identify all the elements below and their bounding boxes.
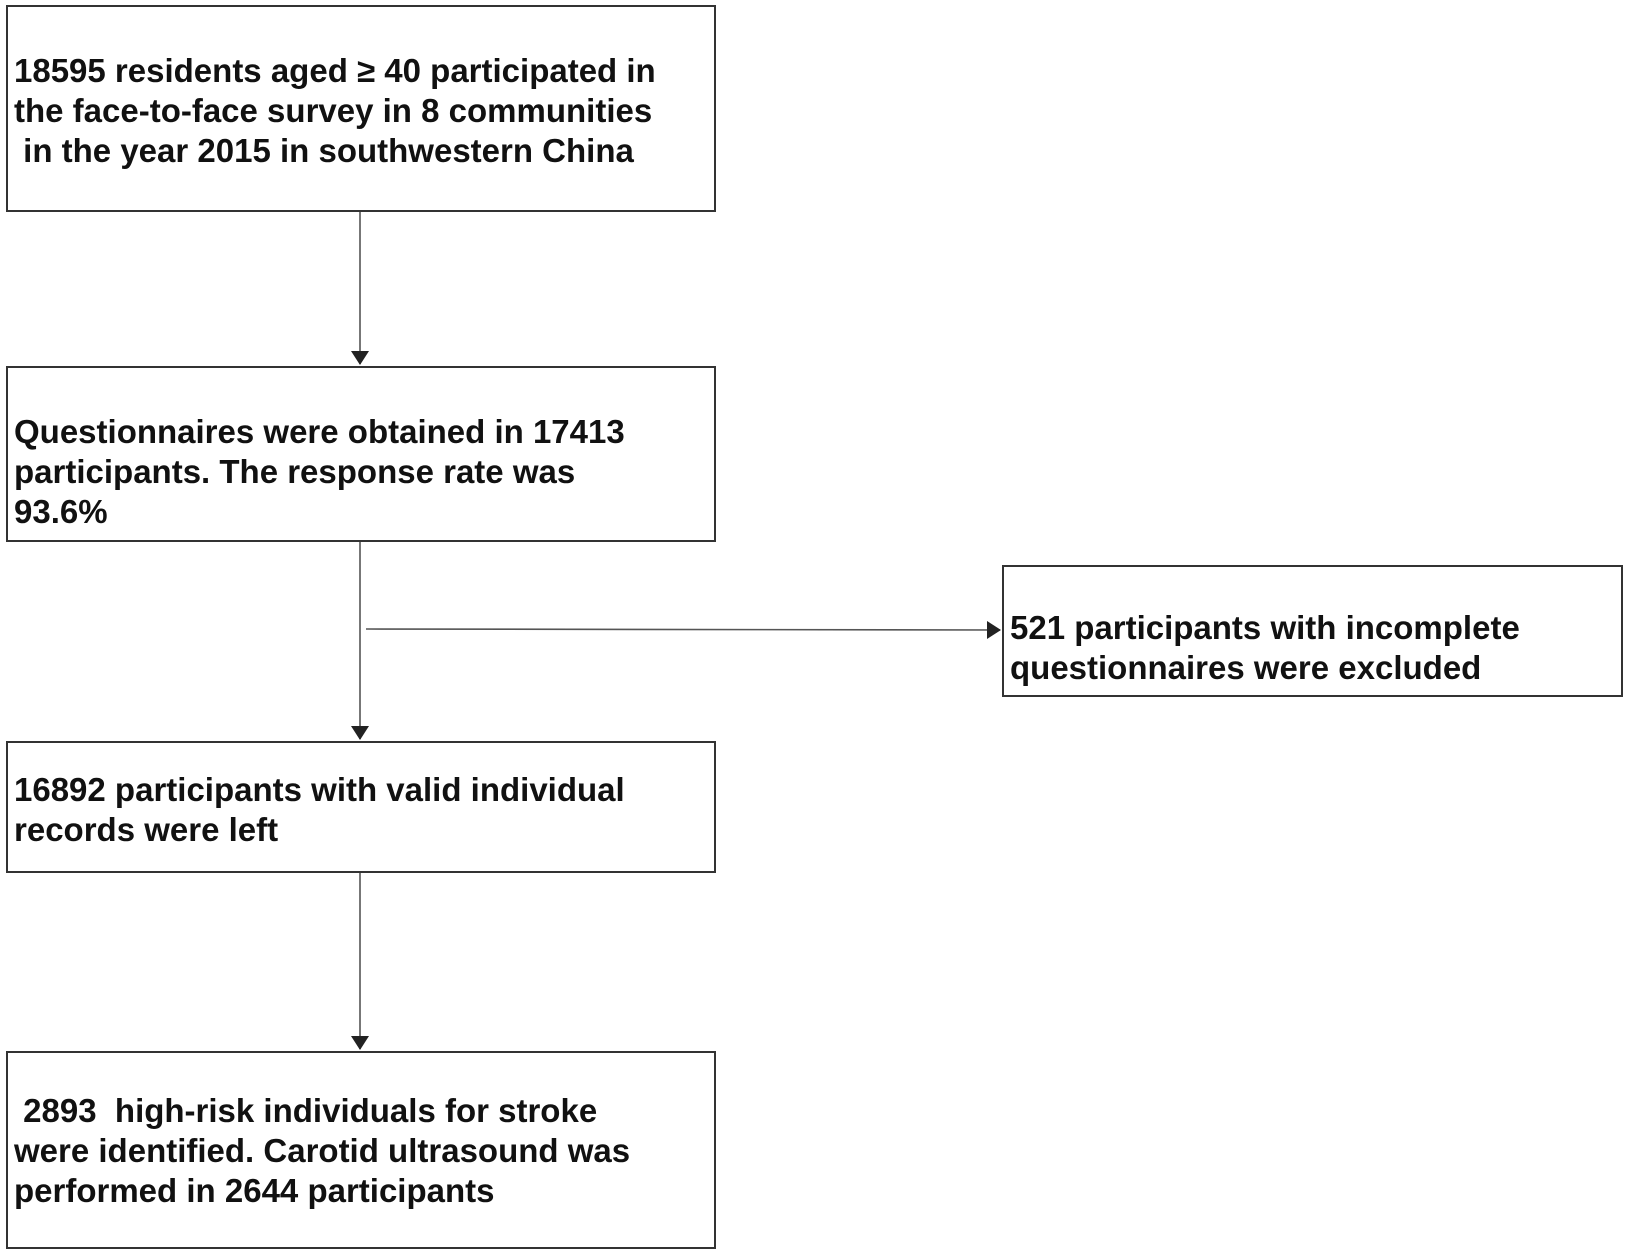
arrow-to-exclusion-box [365, 620, 1001, 639]
box-line: questionnaires were excluded [1010, 649, 1482, 686]
box-line: performed in 2644 participants [14, 1172, 495, 1209]
box-line: in the year 2015 in southwestern China [14, 132, 634, 169]
box-line: records were left [14, 811, 279, 848]
box-line: 2893 high-risk individuals for stroke [14, 1092, 598, 1129]
box-line: 18595 residents aged ≥ 40 participated i… [14, 52, 656, 89]
box-line: participants. The response rate was [14, 453, 576, 490]
box-line: the face-to-face survey in 8 communities [14, 92, 653, 129]
box-line: Questionnaires were obtained in 17413 [14, 413, 625, 450]
flow-box-high-risk-ultrasound: 2893 high-risk individuals for stroke we… [6, 1051, 716, 1249]
box-line: 16892 participants with valid individual [14, 771, 625, 808]
flow-box-questionnaires-obtained: Questionnaires were obtained in 17413 pa… [6, 366, 716, 542]
flow-box-excluded-incomplete: 521 participants with incomplete questio… [1002, 565, 1623, 697]
box-line: 521 participants with incomplete [1010, 609, 1520, 646]
box-line: were identified. Carotid ultrasound was [14, 1132, 631, 1169]
flow-box-screening-population: 18595 residents aged ≥ 40 participated i… [6, 5, 716, 212]
box-line: 93.6% [14, 493, 108, 530]
flow-box-valid-records: 16892 participants with valid individual… [6, 741, 716, 873]
